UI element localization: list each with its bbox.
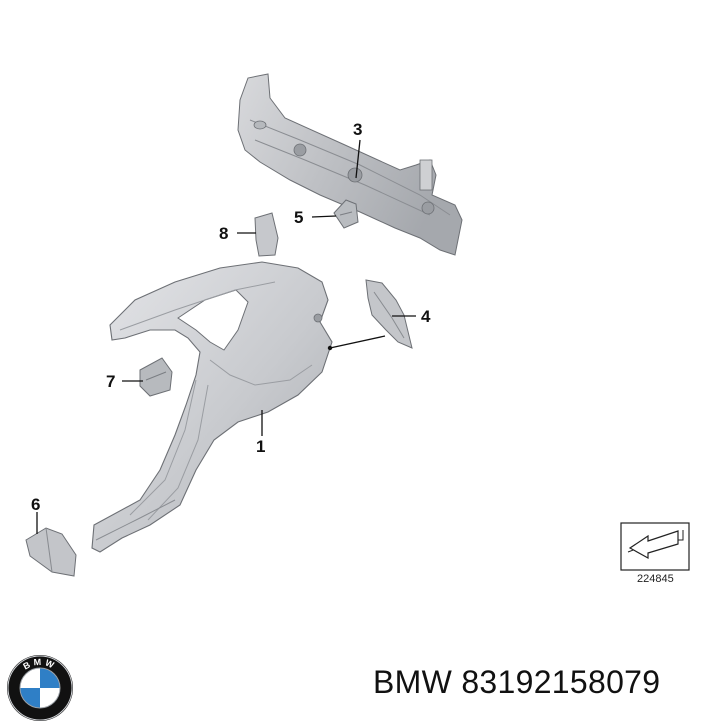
callout-5: 5	[294, 208, 304, 227]
callout-7: 7	[106, 372, 116, 391]
leader-lines	[36, 139, 416, 534]
part-3-rear-panel	[237, 73, 463, 256]
callout-8: 8	[219, 224, 229, 243]
part-title: BMW 83192158079	[373, 664, 660, 701]
bmw-logo-icon: BMW	[7, 655, 73, 721]
reference-box	[620, 522, 690, 571]
callout-4: 4	[421, 307, 431, 326]
part-8-plate	[254, 212, 279, 257]
part-5-bracket	[333, 199, 359, 229]
callout-3: 3	[353, 120, 363, 139]
brand-name: BMW	[373, 664, 453, 700]
callout-6: 6	[31, 495, 41, 514]
leader-dot	[327, 345, 333, 351]
part-6-bracket	[25, 527, 77, 577]
part-number: 83192158079	[461, 664, 661, 700]
part-4-reinforcement	[365, 279, 413, 349]
svg-text:BMW: BMW	[21, 657, 58, 672]
part-1-side-panel	[91, 261, 333, 553]
callout-1: 1	[256, 437, 266, 456]
diagram-code: 224845	[637, 573, 674, 585]
part-7-bracket	[139, 357, 173, 397]
